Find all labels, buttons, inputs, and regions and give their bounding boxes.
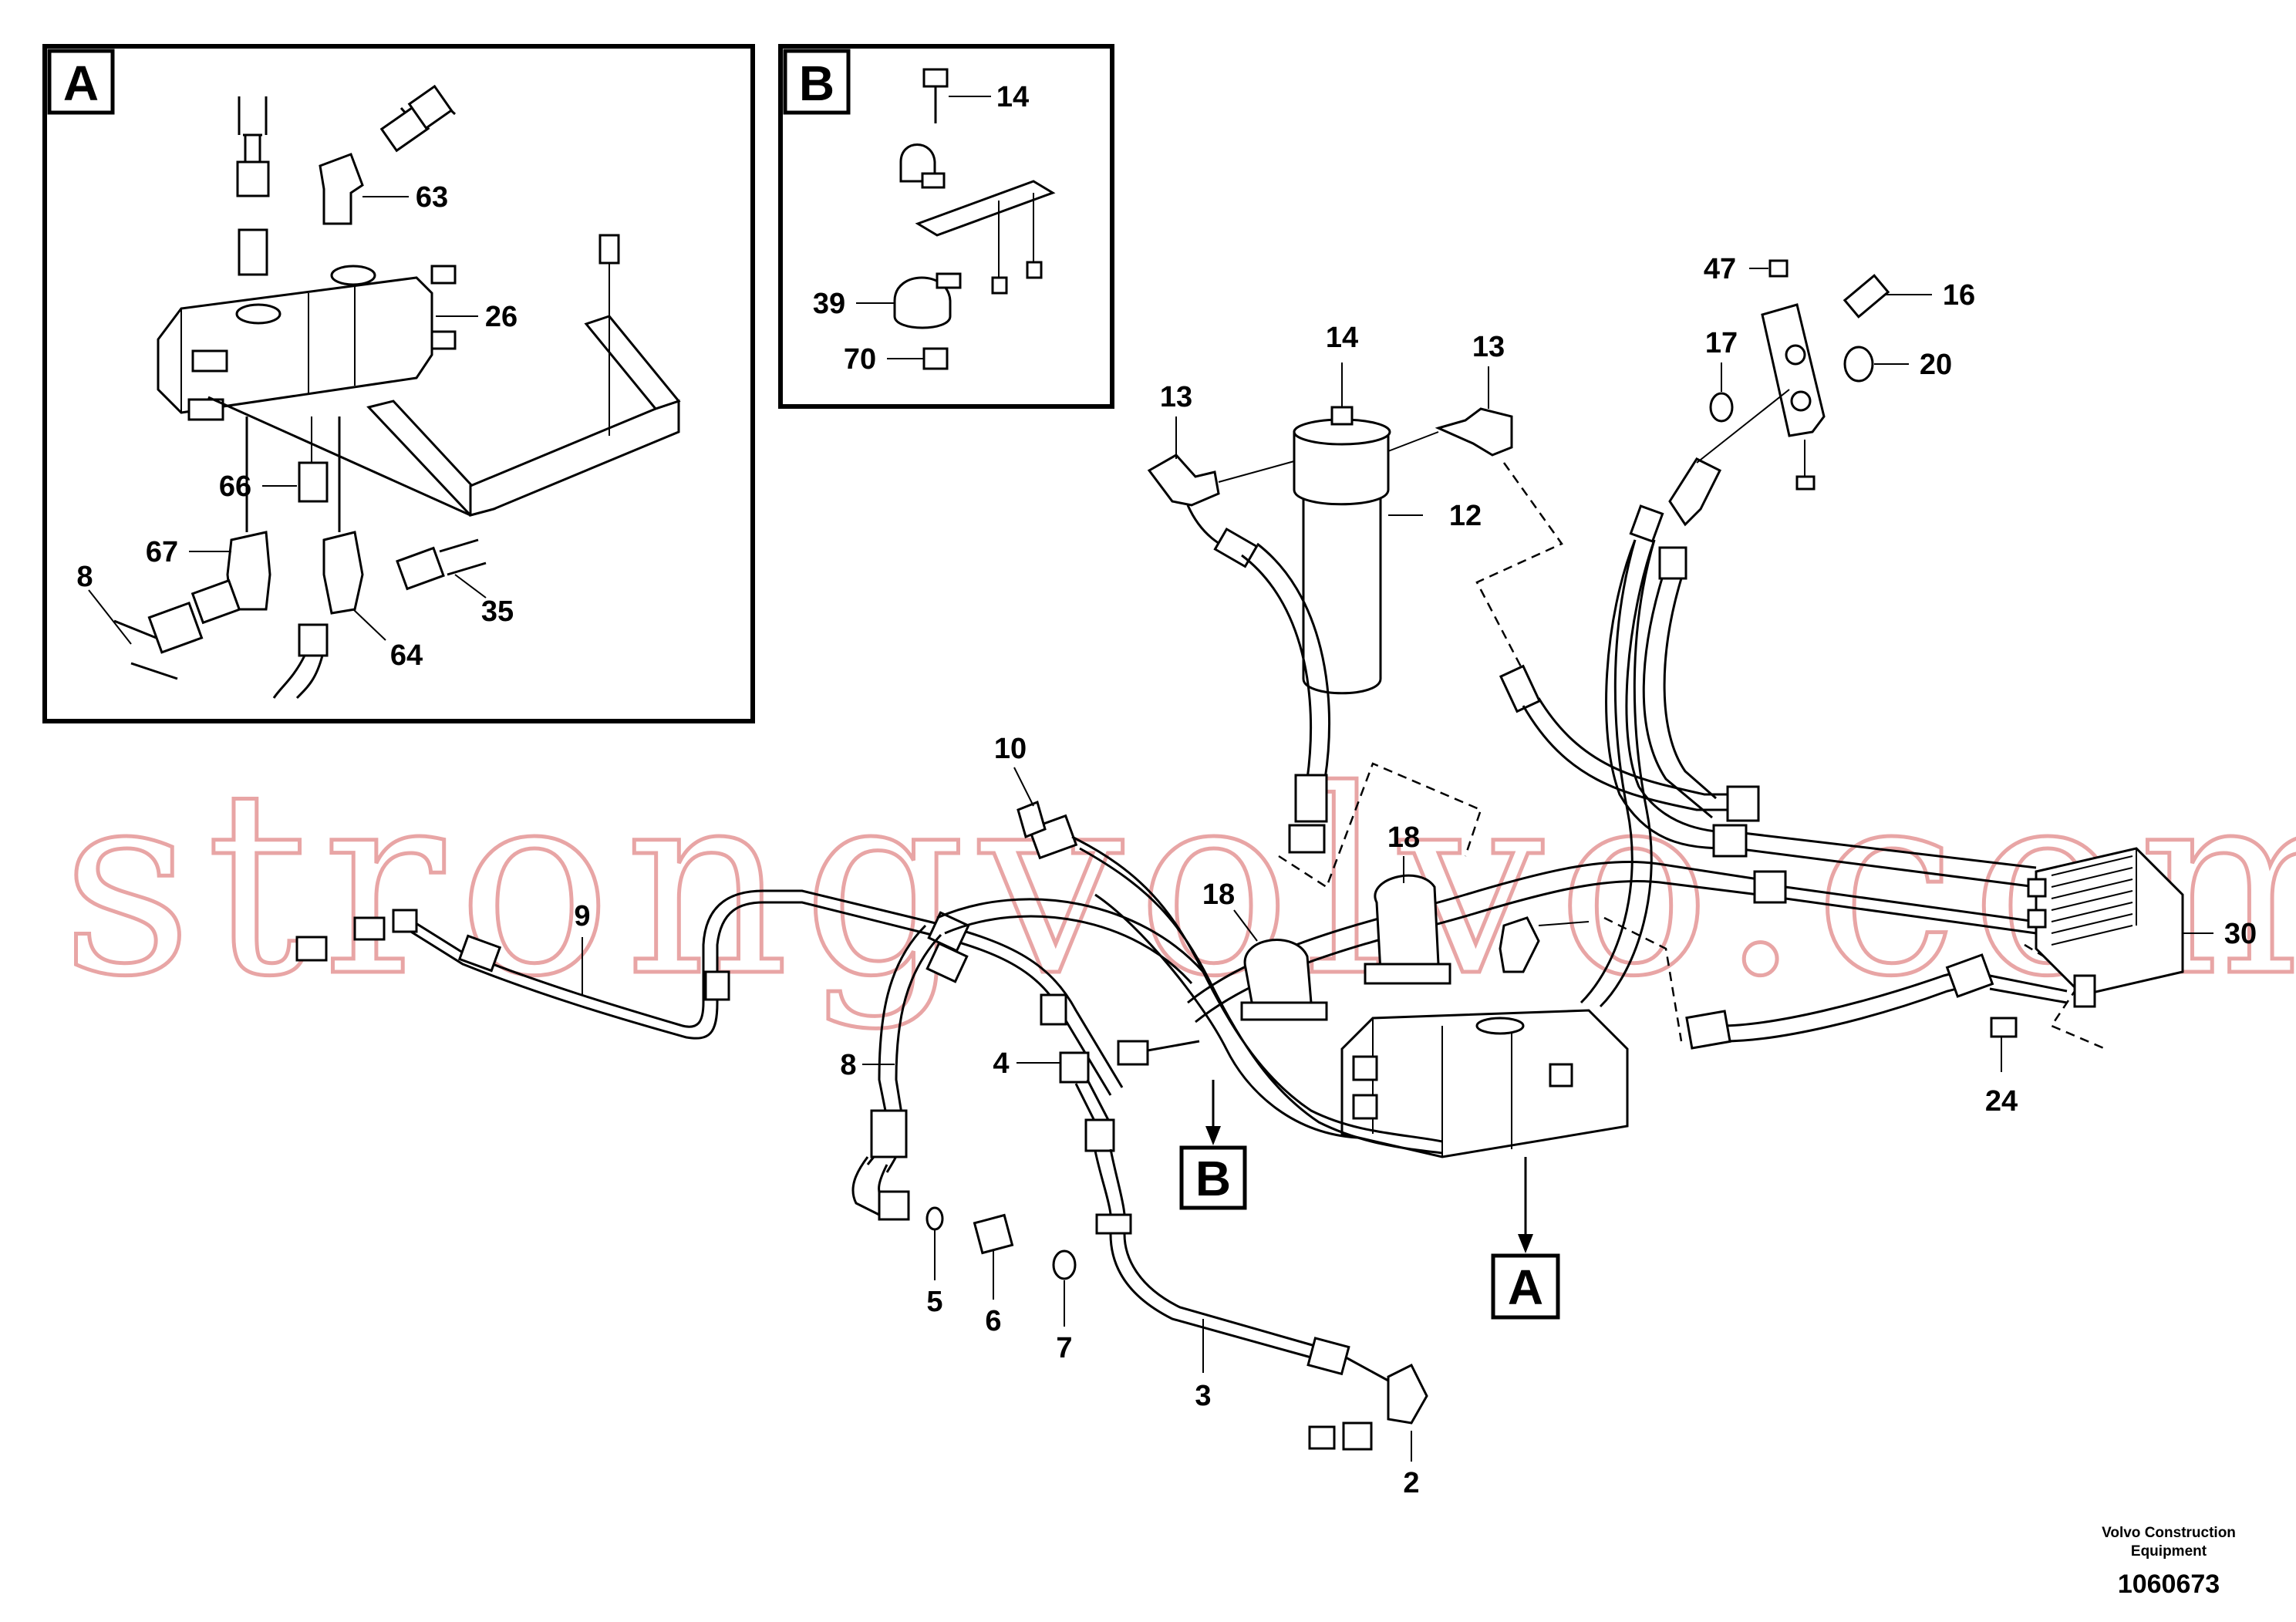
callout-a: A — [1491, 1157, 1560, 1320]
label-17: 17 — [1705, 327, 1738, 359]
label-5: 5 — [926, 1286, 942, 1318]
label-18-upper: 18 — [1387, 821, 1420, 854]
label-14: 14 — [1326, 322, 1358, 354]
callout-b-letter: B — [1195, 1151, 1231, 1206]
footer: Volvo Construction Equipment 1060673 — [2102, 1525, 2236, 1599]
label-13-left: 13 — [1160, 381, 1192, 413]
oil-cooler-30: 30 — [2027, 847, 2257, 1008]
detail-box-b: B 14 39 70 — [778, 44, 1114, 409]
label-12: 12 — [1449, 500, 1482, 532]
label-16: 16 — [1943, 279, 1975, 312]
company-line-1: Volvo Construction — [2102, 1525, 2236, 1541]
label-3: 3 — [1195, 1380, 1211, 1412]
label-8: 8 — [840, 1049, 856, 1081]
callout-b: B — [1179, 1080, 1247, 1210]
label-24: 24 — [1985, 1085, 2018, 1118]
label-67: 67 — [146, 536, 178, 568]
callout-a-letter: A — [1508, 1259, 1543, 1315]
label-35: 35 — [481, 595, 514, 628]
drawing-number: 1060673 — [2118, 1570, 2220, 1599]
label-7: 7 — [1056, 1332, 1072, 1364]
company-line-2: Equipment — [2131, 1543, 2207, 1560]
label-70: 70 — [844, 343, 876, 376]
detail-box-b-letter: B — [799, 56, 834, 111]
label-20: 20 — [1920, 349, 1952, 381]
watermark-text: strongvolvo.com — [62, 736, 2296, 1032]
label-18-lower: 18 — [1202, 878, 1235, 911]
label-47: 47 — [1704, 253, 1736, 285]
label-9: 9 — [574, 900, 590, 932]
detail-box-a-letter: A — [63, 56, 99, 111]
label-63: 63 — [416, 181, 448, 214]
label-6: 6 — [985, 1305, 1001, 1337]
main-assembly: 12 14 13 13 47 — [295, 253, 2257, 1499]
main-pump-a — [1340, 916, 1629, 1158]
label-4: 4 — [993, 1047, 1009, 1080]
label-26: 26 — [485, 301, 518, 333]
label-8-detail: 8 — [76, 561, 93, 593]
label-39: 39 — [813, 288, 845, 320]
filter-12: 12 14 — [1293, 322, 1482, 695]
label-2: 2 — [1403, 1467, 1419, 1499]
label-13-right: 13 — [1472, 331, 1505, 363]
label-64: 64 — [390, 639, 423, 672]
label-10: 10 — [994, 733, 1027, 765]
detail-box-a: A 63 26 66 — [42, 44, 755, 723]
label-14-detail: 14 — [996, 81, 1029, 113]
label-30: 30 — [2224, 918, 2257, 950]
